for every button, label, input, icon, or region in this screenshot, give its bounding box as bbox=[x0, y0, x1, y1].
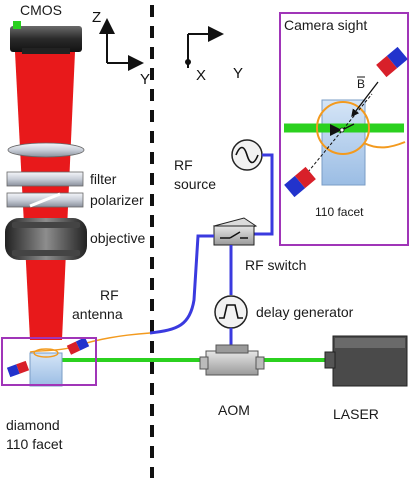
laser-box bbox=[324, 335, 408, 387]
camera-sight-inset bbox=[279, 12, 409, 246]
aom bbox=[199, 344, 265, 376]
aom-label: AOM bbox=[218, 402, 250, 418]
polarizer-label: polarizer bbox=[90, 192, 144, 208]
diamond-label-2: 110 facet bbox=[6, 436, 63, 452]
objective-lens bbox=[5, 218, 87, 260]
polarizer-stripe bbox=[29, 192, 61, 208]
cmos-camera bbox=[10, 21, 82, 54]
laser-label: LASER bbox=[333, 406, 379, 422]
rf-switch-label: RF switch bbox=[245, 257, 306, 273]
axis-z-label: Z bbox=[92, 9, 101, 26]
antenna-loop bbox=[33, 348, 59, 358]
objective-label: objective bbox=[90, 230, 145, 246]
axis-x-label: X bbox=[196, 67, 206, 84]
filter-element bbox=[6, 171, 84, 187]
inset-magnet-top bbox=[376, 46, 408, 78]
filter-label: filter bbox=[90, 171, 117, 187]
tube-lens bbox=[7, 142, 85, 158]
cmos-label: CMOS bbox=[20, 2, 62, 18]
sample-highlight-box bbox=[1, 337, 97, 386]
axes-right bbox=[185, 26, 224, 68]
magnet-left bbox=[6, 360, 30, 378]
rf-antenna-label-1: RF bbox=[100, 287, 119, 303]
axis-y-right-label: Y bbox=[233, 65, 243, 82]
rf-cable-source bbox=[253, 153, 274, 236]
delay-generator bbox=[214, 295, 248, 329]
delay-generator-label: delay generator bbox=[256, 304, 354, 320]
rf-cable-antenna bbox=[149, 234, 214, 335]
magnet-right bbox=[66, 337, 90, 355]
inset-facet-label: 110 facet bbox=[315, 205, 364, 219]
rf-antenna-label-2: antenna bbox=[72, 306, 123, 322]
rf-source-label-1: RF bbox=[174, 157, 193, 173]
b-vector-label: B bbox=[357, 77, 365, 91]
axis-y-left-label: Y bbox=[140, 71, 150, 88]
camera-sight-title: Camera sight bbox=[284, 17, 367, 33]
inset-magnet-bottom bbox=[284, 166, 316, 198]
rf-source-label-2: source bbox=[174, 176, 216, 192]
diamond-label-1: diamond bbox=[6, 417, 60, 433]
rf-switch bbox=[212, 217, 258, 246]
diamond-sample bbox=[29, 352, 63, 387]
rf-source bbox=[231, 139, 263, 171]
axes-left bbox=[99, 18, 144, 71]
